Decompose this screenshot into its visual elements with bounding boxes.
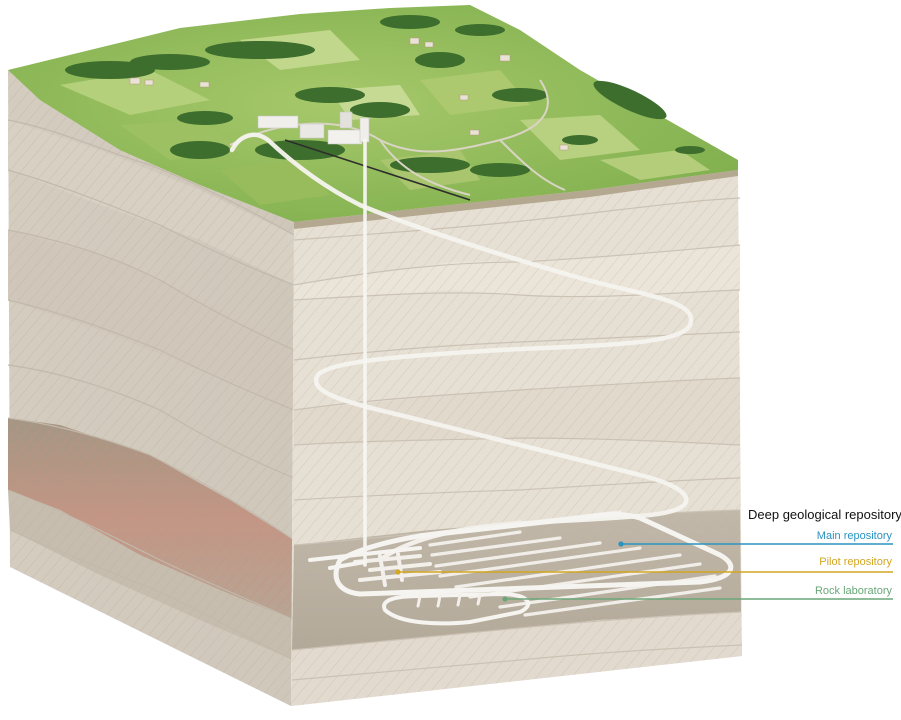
forests: [65, 15, 705, 177]
label-pilot-repository: Pilot repository: [819, 556, 892, 568]
leader-rock-dot: [502, 596, 508, 602]
left-face-red-hatching: [8, 418, 294, 620]
main-repository-perimeter: [333, 512, 734, 597]
label-main-repository: Main repository: [816, 530, 892, 542]
leader-lines: [395, 541, 893, 602]
surface-facility: [257, 111, 370, 145]
diagram-title: Deep geological repository: [748, 507, 901, 522]
rock-laboratory-niches: [416, 593, 482, 608]
repository: [308, 510, 734, 626]
rock-laboratory-loop: [382, 591, 531, 626]
villages: [129, 37, 569, 151]
left-strata-lines: [7, 119, 295, 661]
top-face-edge: [294, 170, 738, 229]
leader-pilot-dot: [395, 569, 401, 575]
railway: [284, 139, 471, 201]
pilot-repository: [353, 552, 442, 587]
front-face: [291, 170, 743, 706]
leader-main-dot: [618, 541, 624, 547]
landscape-surface: [8, 5, 738, 229]
access-tunnels: [229, 132, 694, 567]
left-face: [7, 70, 295, 706]
access-ramp: [229, 132, 694, 563]
shaft-connections: [308, 546, 422, 570]
label-rock-laboratory: Rock laboratory: [814, 585, 892, 597]
